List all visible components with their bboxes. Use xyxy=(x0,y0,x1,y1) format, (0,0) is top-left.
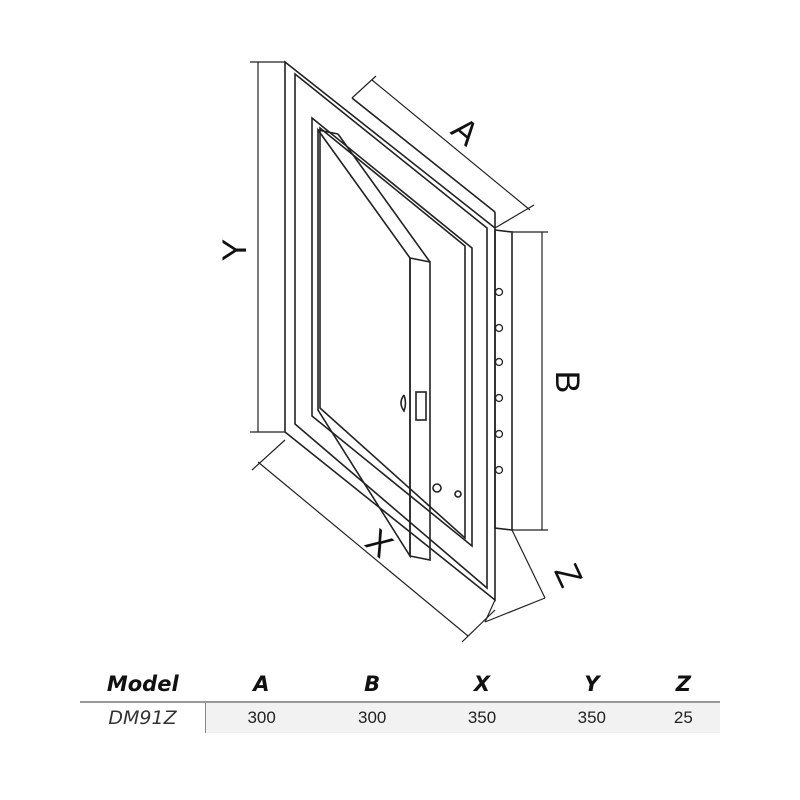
label-b: B xyxy=(548,371,586,394)
label-y: Y xyxy=(216,239,254,262)
dimensions-table: Model A B X Y Z DM91Z 300 300 350 350 25 xyxy=(80,667,720,733)
header-a: A xyxy=(205,667,318,703)
header-model: Model xyxy=(80,667,206,703)
table-row: DM91Z 300 300 350 350 25 xyxy=(80,702,720,733)
handle-icon xyxy=(400,394,407,413)
header-z: Z xyxy=(646,667,720,703)
header-y: Y xyxy=(536,667,647,703)
header-x: X xyxy=(427,667,537,703)
dimension-x: X xyxy=(251,439,496,643)
dimension-z: Z xyxy=(484,529,590,623)
label-x: X xyxy=(358,522,400,566)
header-b: B xyxy=(317,667,428,703)
door-panel xyxy=(317,127,431,561)
dimension-b: B xyxy=(512,231,586,531)
dimension-a: A xyxy=(351,75,535,229)
cell-z: 25 xyxy=(646,702,720,733)
label-z: Z xyxy=(546,558,589,593)
cell-x: 350 xyxy=(427,702,537,733)
cell-b: 300 xyxy=(317,702,428,733)
dimension-y: Y xyxy=(216,61,285,433)
cell-model: DM91Z xyxy=(80,702,206,733)
label-a: A xyxy=(444,110,486,154)
cell-y: 350 xyxy=(536,702,647,733)
back-box xyxy=(494,229,513,531)
cell-a: 300 xyxy=(205,702,318,733)
access-door-diagram: Y A B X Z xyxy=(216,60,590,643)
table-header-row: Model A B X Y Z xyxy=(80,667,720,703)
